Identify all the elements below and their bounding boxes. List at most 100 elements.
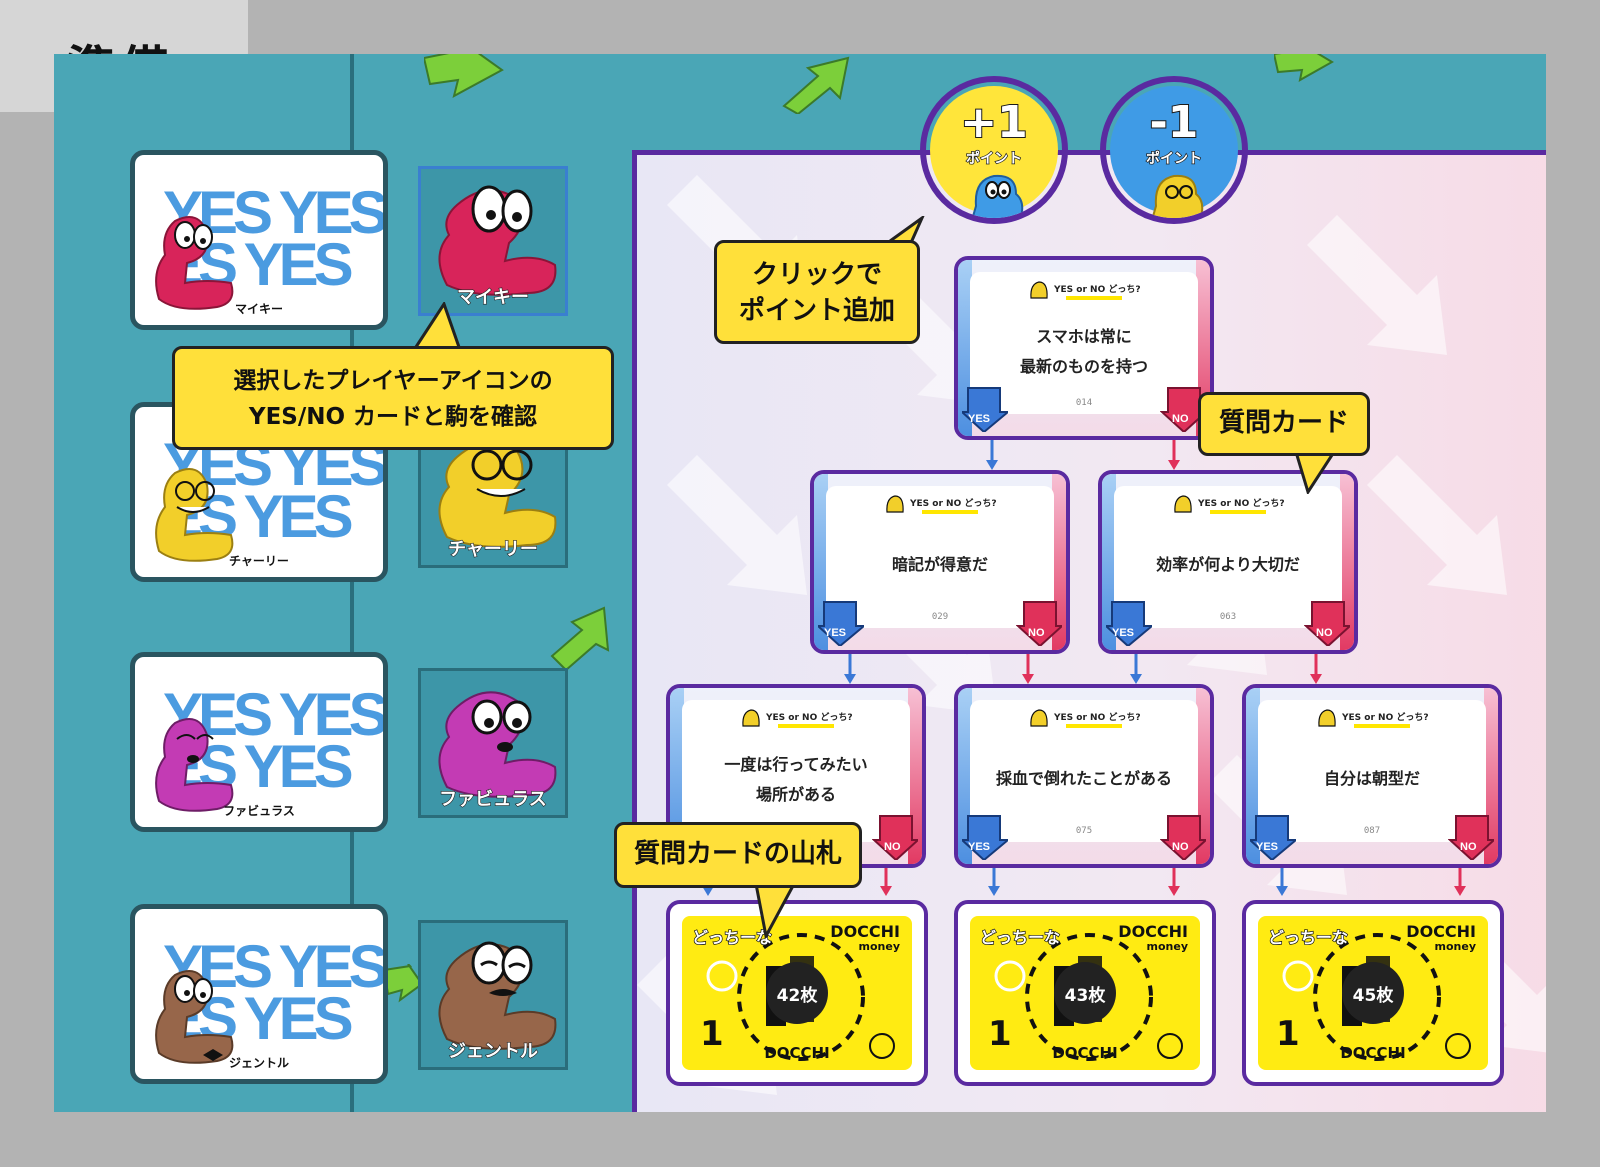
plus-point-label: ポイント <box>965 150 1022 167</box>
minus-point-button[interactable]: -1 ポイント <box>1100 76 1248 224</box>
deck-brand-sub: money <box>1434 940 1476 953</box>
question-card-face: YES or NO どっち? スマホは常に 最新のものを持つ 014 <box>970 272 1198 414</box>
svg-text:NO: NO <box>1028 627 1045 639</box>
mikey-character-icon <box>155 216 234 310</box>
deck-callout: 質問カードの山札 <box>614 822 862 888</box>
deck-brand-sub: money <box>1146 940 1188 953</box>
question-number: 087 <box>1363 826 1381 836</box>
question-card-face: YES or NO どっち? 自分は朝型だ 087 <box>1258 700 1486 842</box>
minus-point-label: ポイント <box>1145 150 1202 167</box>
mascot-badge-icon <box>1318 709 1336 727</box>
question-card[interactable]: YES or NO どっち? スマホは常に 最新のものを持つ 014 YES N… <box>954 256 1214 440</box>
callout-text: ポイント追加 <box>738 296 895 326</box>
deco-arrow-icon <box>782 56 850 114</box>
yes-arrow-icon[interactable]: YES <box>1106 600 1152 646</box>
deco-arrow-icon <box>424 54 504 98</box>
svg-text:NO: NO <box>1316 627 1333 639</box>
question-card-header: YES or NO どっち? <box>766 713 853 723</box>
charlie-character-icon <box>155 468 234 562</box>
question-text: 場所がある <box>755 785 836 804</box>
deck-brand-name: DOCCHI <box>830 922 900 941</box>
mikey-piece-icon <box>438 185 557 296</box>
player-piece-tile[interactable]: ファビュラス <box>418 668 568 818</box>
plus-point-button[interactable]: +1 ポイント <box>920 76 1068 224</box>
yes-arrow-icon[interactable]: YES <box>1250 814 1296 860</box>
blue-mascot-icon <box>971 174 1024 218</box>
deck-bottom-label: DOCCHI <box>1340 1044 1406 1062</box>
question-text: 自分は朝型だ <box>1323 769 1420 788</box>
yes-arrow-icon[interactable]: YES <box>962 814 1008 860</box>
deck-bottom-label: DOCCHI <box>764 1044 830 1062</box>
question-card-face: YES or NO どっち? 暗記が得意だ 029 <box>826 486 1054 628</box>
gentle-piece-icon <box>438 941 557 1050</box>
player-name: ファビュラス <box>223 804 295 818</box>
question-text: 最新のものを持つ <box>1019 357 1148 376</box>
deck-number: 1 <box>1276 1014 1300 1054</box>
player-name: マイキー <box>234 302 283 316</box>
deck-brand-name: DOCCHI <box>1406 922 1476 941</box>
no-arrow-icon[interactable]: NO <box>1304 600 1350 646</box>
question-card-header: YES or NO どっち? <box>1054 285 1141 295</box>
player-yesno-card[interactable]: YES YES ES YES ファビュラス <box>130 652 388 832</box>
question-number: 029 <box>931 612 949 622</box>
callout-tail <box>1294 450 1337 494</box>
no-arrow-icon[interactable]: NO <box>1016 600 1062 646</box>
question-card[interactable]: YES or NO どっち? 暗記が得意だ 029 YES NO <box>810 470 1070 654</box>
deck-brand-sub: money <box>858 940 900 953</box>
deco-arrow-icon <box>1274 54 1334 82</box>
header-underline <box>1210 510 1266 514</box>
mascot-badge-icon <box>1030 281 1048 299</box>
header-underline <box>1066 724 1122 728</box>
question-text: 暗記が得意だ <box>891 555 988 574</box>
callout-tail <box>412 302 462 352</box>
piece-name: マイキー <box>456 286 529 308</box>
player-name: チャーリー <box>229 554 289 568</box>
question-card[interactable]: YES or NO どっち? 採血で倒れたことがある 075 YES NO <box>954 684 1214 868</box>
deco-arrow-icon <box>384 964 424 1003</box>
player-piece-tile[interactable]: ジェントル <box>418 920 568 1070</box>
plus-point-value: +1 <box>959 97 1028 148</box>
no-arrow-icon[interactable]: NO <box>1160 386 1206 432</box>
question-card-face: YES or NO どっち? 採血で倒れたことがある 075 <box>970 700 1198 842</box>
callout-tail <box>754 882 797 938</box>
question-text: 一度は行ってみたい <box>724 755 868 774</box>
svg-text:YES: YES <box>968 841 990 853</box>
no-arrow-icon[interactable]: NO <box>1160 814 1206 860</box>
player-piece-tile[interactable]: マイキー <box>418 166 568 316</box>
deck-bottom-label: DOCCHI <box>1052 1044 1118 1062</box>
deck-logo: どっちーな <box>691 927 773 947</box>
yes-arrow-icon[interactable]: YES <box>818 600 864 646</box>
minus-point-value: -1 <box>1149 97 1200 148</box>
mascot-badge-icon <box>1174 495 1192 513</box>
deck-logo: どっちーな <box>979 927 1061 947</box>
question-card[interactable]: YES or NO どっち? 効率が何より大切だ 063 YES NO <box>1098 470 1358 654</box>
yes-side-bar <box>670 688 684 864</box>
header-underline <box>1354 724 1410 728</box>
player-name: ジェントル <box>228 1056 289 1070</box>
no-arrow-icon[interactable]: NO <box>1448 814 1494 860</box>
click-point-callout: クリックで ポイント追加 <box>714 240 920 344</box>
question-text: 効率が何より大切だ <box>1156 555 1300 574</box>
question-number: 063 <box>1219 612 1237 622</box>
question-card[interactable]: YES or NO どっち? 自分は朝型だ 087 YES NO <box>1242 684 1502 868</box>
player-yesno-card[interactable]: YES YES ES YES ジェントル <box>130 904 388 1084</box>
deck-logo: どっちーな <box>1267 927 1349 947</box>
no-arrow-icon[interactable]: NO <box>872 814 918 860</box>
question-card-header: YES or NO どっち? <box>1342 713 1429 723</box>
yes-arrow-icon[interactable]: YES <box>962 386 1008 432</box>
header-underline <box>1066 296 1122 300</box>
game-stage: YES YES ES YES マイキー マイキー YES YES ES YES … <box>54 54 1546 1112</box>
callout-text: クリックで <box>751 260 882 290</box>
yellow-mascot-icon <box>1151 174 1204 218</box>
player-yesno-card[interactable]: YES YES ES YES マイキー <box>130 150 388 330</box>
svg-text:NO: NO <box>884 841 901 853</box>
question-number: 075 <box>1075 826 1093 836</box>
